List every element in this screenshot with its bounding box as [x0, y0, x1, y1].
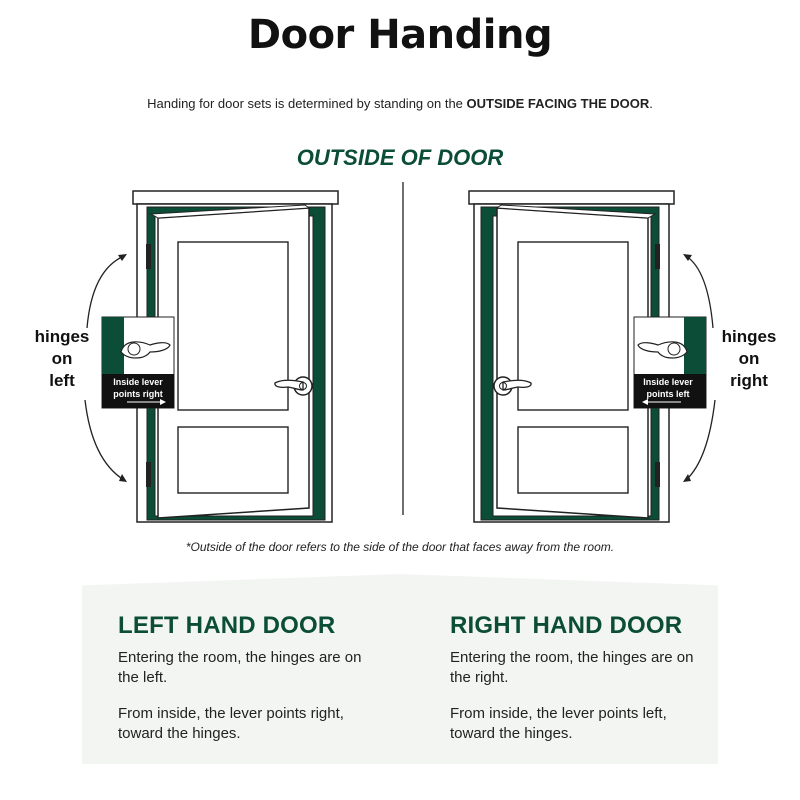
left-lower-panel: [177, 426, 289, 494]
right-tag-line-1: Inside lever: [643, 377, 693, 387]
left-arrow-icon: [642, 399, 648, 405]
intro-text: Handing for door sets is determined by s…: [0, 96, 800, 111]
left-hand-door-info: LEFT HAND DOOR Entering the room, the hi…: [118, 612, 368, 760]
right-upper-panel: [517, 241, 629, 411]
left-door-top-edge: [149, 204, 311, 219]
left-hand-door-heading: LEFT HAND DOOR: [118, 612, 336, 639]
right-hand-door-info: RIGHT HAND DOOR Entering the room, the h…: [450, 612, 700, 760]
left-bottom-curved-arrow-icon: [84, 399, 125, 481]
right-hand-door-paragraph-1: Entering the room, the hinges are on the…: [450, 649, 694, 686]
right-hand-door-paragraph-2: From inside, the lever points left, towa…: [450, 705, 667, 742]
intro-before: Handing for door sets is determined by s…: [147, 96, 467, 111]
left-door-lever-icon: [274, 376, 313, 396]
side-label-line: right: [730, 371, 768, 390]
right-top-curved-arrow-icon: [685, 255, 714, 329]
intro-after: .: [649, 96, 653, 111]
right-lever-tag: Inside lever points left: [633, 316, 707, 409]
right-door-lever-icon: [493, 376, 532, 396]
right-bottom-hinge-icon: [655, 462, 660, 487]
left-side-label: hinges on left: [28, 326, 96, 392]
left-top-hinge-icon: [146, 244, 151, 269]
outside-of-door-label: OUTSIDE OF DOOR: [296, 145, 504, 170]
left-top-curved-arrow-icon: [86, 255, 125, 329]
side-label-line: on: [51, 349, 73, 368]
right-lower-panel: [517, 426, 629, 494]
right-side-label: hinges on right: [714, 326, 784, 392]
side-label-line: left: [49, 371, 75, 390]
right-door-top-edge: [495, 204, 657, 219]
left-door-illustration: Inside lever points right: [84, 190, 339, 523]
right-top-hinge-icon: [655, 244, 660, 269]
side-label-line: on: [738, 349, 760, 368]
info-panel: [82, 574, 718, 764]
left-header-trim: [132, 190, 339, 205]
left-bottom-hinge-icon: [146, 462, 151, 487]
left-hand-door-paragraph-2: From inside, the lever points right, tow…: [118, 705, 344, 742]
tag-lever-icon: [120, 341, 171, 359]
tag-lever-icon: [637, 341, 688, 359]
right-tag-line-2: points left: [647, 389, 690, 399]
right-header-trim: [468, 190, 675, 205]
left-lever-tag: Inside lever points right: [101, 316, 175, 409]
side-label-line: hinges: [721, 327, 777, 346]
left-tag-line-2: points right: [113, 389, 163, 399]
right-bottom-curved-arrow-icon: [685, 399, 716, 481]
footnote: *Outside of the door refers to the side …: [185, 540, 615, 554]
right-door-illustration: Inside lever points left: [468, 190, 716, 523]
right-hand-door-heading: RIGHT HAND DOOR: [450, 612, 683, 639]
intro-emphasis: OUTSIDE FACING THE DOOR: [466, 96, 650, 111]
side-label-line: hinges: [34, 327, 90, 346]
left-upper-panel: [177, 241, 289, 411]
page-title: Door Handing: [247, 12, 553, 58]
right-arrow-icon: [160, 399, 166, 405]
left-hand-door-paragraph-1: Entering the room, the hinges are on the…: [118, 649, 362, 686]
left-tag-line-1: Inside lever: [113, 377, 163, 387]
